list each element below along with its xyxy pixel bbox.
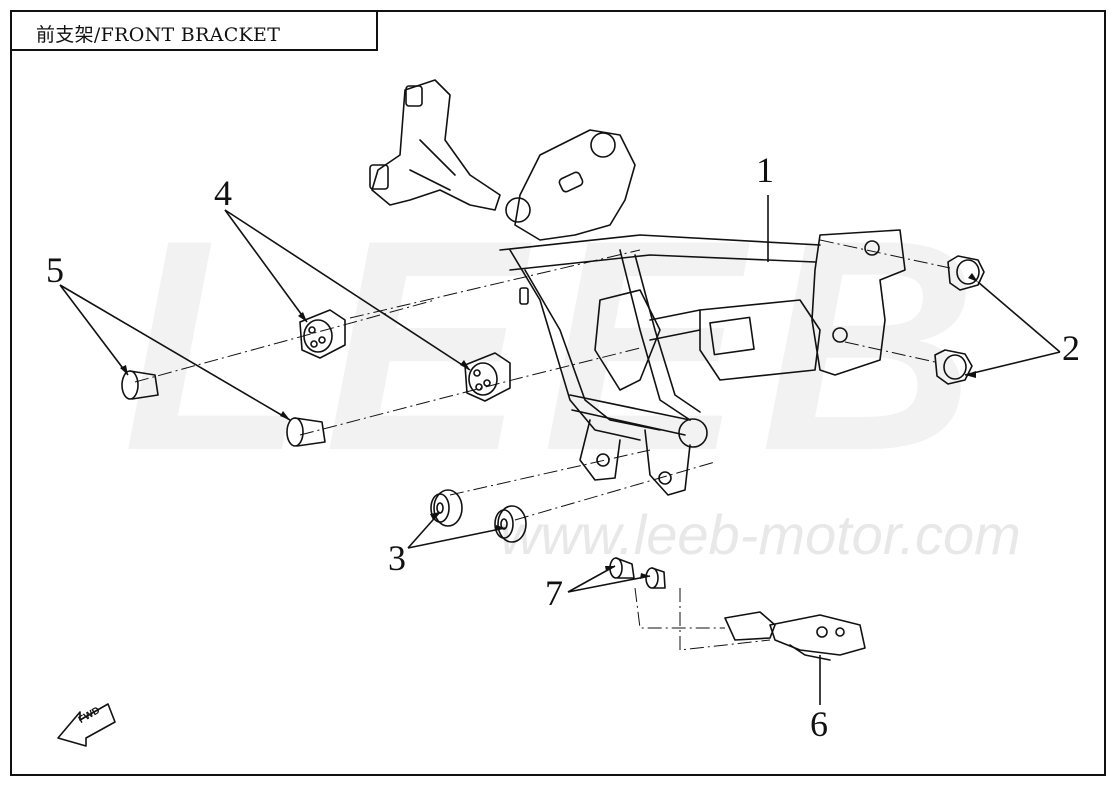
leader-line-4a — [224, 209, 308, 323]
drawing-frame — [10, 10, 1106, 776]
screw-part — [609, 557, 666, 589]
front-bracket-frame-part — [369, 79, 906, 496]
leader-line-7b — [567, 575, 651, 593]
leader-line-2b — [964, 351, 1061, 376]
callout-1: 1 — [756, 150, 774, 190]
forward-direction-arrow-icon — [57, 703, 116, 747]
callout-6: 6 — [810, 704, 828, 744]
callout-4: 4 — [214, 173, 232, 213]
bolt-part — [934, 255, 985, 385]
lower-bracket-part — [724, 611, 866, 661]
callout-2: 2 — [1062, 328, 1080, 368]
rubber-damper-part — [299, 309, 511, 402]
watermark-logo: LEEB — [122, 215, 996, 475]
watermark-url: www.leeb-motor.com — [500, 503, 1021, 566]
page-title: 前支架/FRONT BRACKET — [36, 24, 281, 46]
title-block — [10, 10, 378, 51]
leader-line-4b — [224, 209, 471, 371]
sleeve-part — [121, 370, 326, 447]
leader-line-2a — [977, 281, 1061, 353]
leader-line-3b — [407, 527, 506, 549]
leader-line-5b — [59, 284, 291, 421]
callout-7: 7 — [545, 573, 563, 613]
spacer-part — [430, 489, 527, 543]
leader-line-5a — [59, 284, 129, 376]
callout-5: 5 — [46, 250, 64, 290]
callout-3: 3 — [388, 538, 406, 578]
